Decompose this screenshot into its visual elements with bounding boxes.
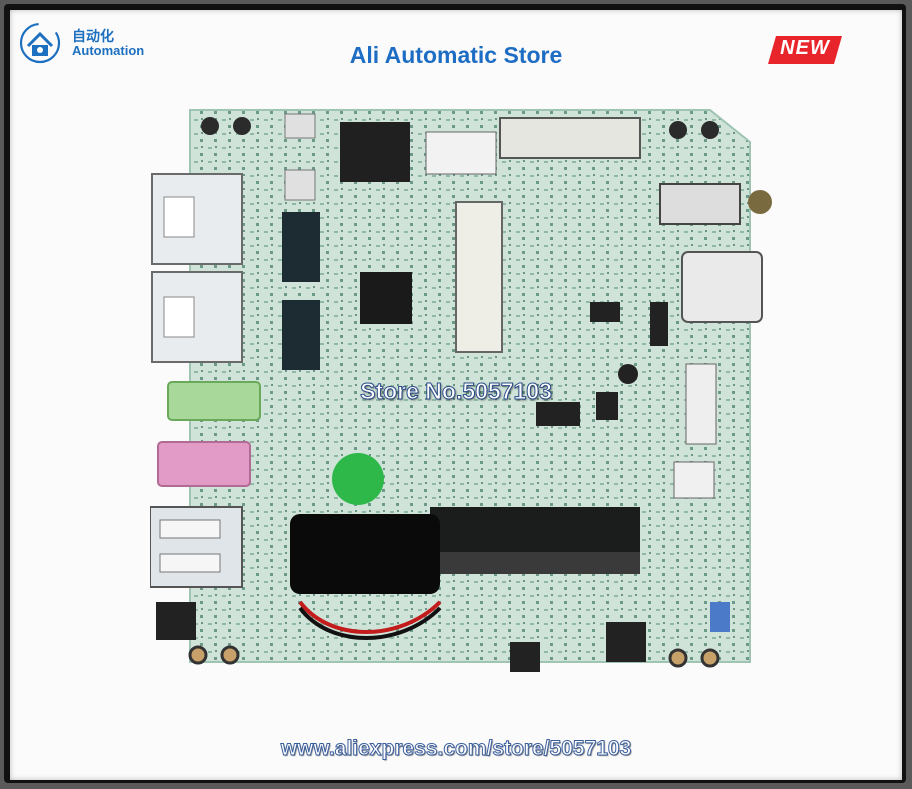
- store-number-watermark: Store No.5057103: [360, 378, 553, 405]
- motherboard-image: [150, 109, 772, 672]
- brand-name-cn: 自动化: [72, 29, 114, 45]
- new-badge-label: NEW: [780, 37, 830, 59]
- store-title: Ali Automatic Store: [349, 42, 563, 68]
- brand-name-en: Automation: [72, 43, 145, 58]
- store-url-watermark: www.aliexpress.com/store/5057103: [280, 737, 632, 761]
- house-gear-icon: [19, 22, 61, 64]
- new-badge: [768, 36, 842, 64]
